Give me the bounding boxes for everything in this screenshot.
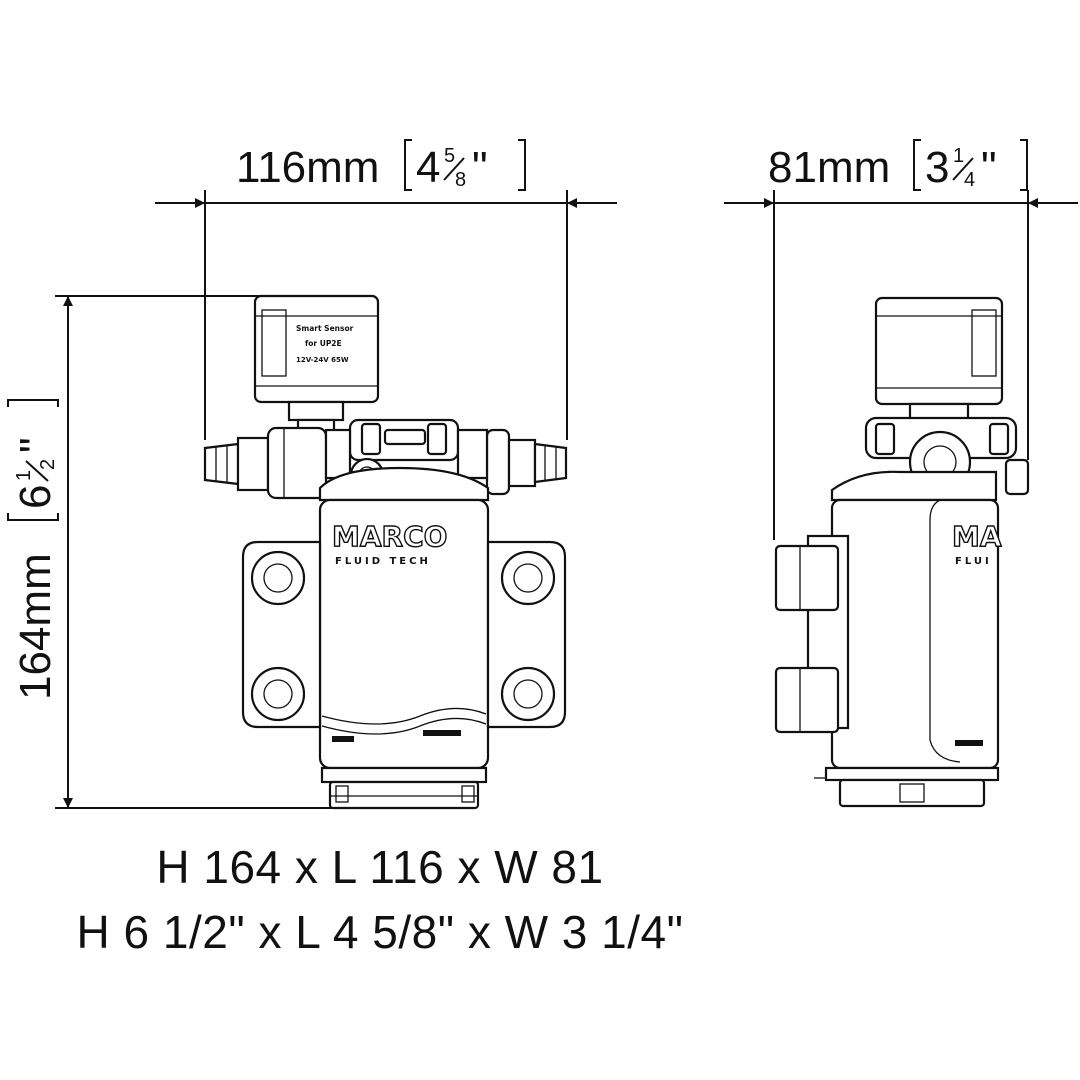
inlet-fitting bbox=[266, 426, 328, 500]
height-fraction-numerator: 1 bbox=[13, 470, 35, 481]
height-fraction-bar bbox=[25, 460, 49, 482]
sensor-label-line-1: Smart Sensor bbox=[296, 324, 354, 333]
length-fraction-denominator: 8 bbox=[455, 169, 466, 191]
width-fraction-bar bbox=[952, 157, 974, 181]
right-mounting-bracket bbox=[486, 540, 567, 729]
height-bracket-open bbox=[7, 513, 59, 521]
mount-grommet bbox=[500, 550, 556, 606]
width-dimension: 81mm 3 1 4 " bbox=[724, 139, 1078, 540]
manifold-shoulder bbox=[318, 466, 490, 502]
height-metric-label: 164mm bbox=[11, 553, 60, 700]
width-imperial-whole: 3 bbox=[925, 143, 949, 192]
width-fraction-denominator: 4 bbox=[964, 169, 975, 191]
length-bracket-close bbox=[518, 139, 526, 191]
side-brand-subtitle: FLUI bbox=[955, 556, 992, 567]
height-imperial-whole: 6 bbox=[11, 485, 60, 509]
dimensions-summary-imperial: H 6 1/2" x L 4 5/8" x W 3 1/4" bbox=[76, 906, 684, 958]
length-imperial-whole: 4 bbox=[416, 143, 440, 192]
side-grommet bbox=[774, 666, 840, 734]
length-inch-mark: " bbox=[472, 143, 488, 192]
mount-grommet bbox=[250, 666, 306, 722]
sensor-side-label bbox=[261, 309, 287, 377]
width-fraction-numerator: 1 bbox=[953, 145, 964, 167]
inlet-hose-barb bbox=[203, 436, 270, 492]
width-metric-label: 81mm bbox=[768, 143, 890, 192]
brand-subtitle: FLUID TECH bbox=[335, 556, 431, 567]
length-fraction-numerator: 5 bbox=[444, 145, 455, 167]
height-bracket-close bbox=[7, 399, 59, 407]
outlet-hose-barb bbox=[485, 428, 568, 496]
width-bracket-close bbox=[1020, 139, 1028, 191]
side-end-cap bbox=[838, 778, 986, 808]
brand-logo: MARCO bbox=[332, 520, 447, 553]
length-bracket-open bbox=[404, 139, 412, 191]
length-metric-label: 116mm bbox=[236, 143, 379, 192]
pump-front-view: Smart Sensor for UP2E 12V-24V 65W bbox=[203, 294, 568, 810]
length-dimension: 116mm 4 5 8 " bbox=[155, 139, 617, 440]
width-bracket-open bbox=[913, 139, 921, 191]
sensor-label-line-3: 12V-24V 65W bbox=[296, 356, 349, 364]
side-brand-logo: MA bbox=[952, 520, 1002, 553]
length-fraction-bar bbox=[443, 157, 465, 181]
height-fraction-denominator: 2 bbox=[37, 459, 59, 470]
sensor-nut bbox=[287, 400, 345, 422]
side-grommet bbox=[774, 544, 840, 612]
side-mounting-bracket bbox=[774, 534, 850, 734]
height-inch-mark: " bbox=[11, 437, 60, 453]
height-label-group: 164mm 6 1 2 " bbox=[7, 399, 60, 700]
width-inch-mark: " bbox=[981, 143, 997, 192]
height-dimension: 164mm 6 1 2 " bbox=[7, 295, 335, 809]
end-cap bbox=[320, 766, 488, 784]
dimensions-summary-metric: H 164 x L 116 x W 81 bbox=[156, 841, 604, 893]
left-mounting-bracket bbox=[241, 540, 322, 729]
pump-side-view: MA FLUI bbox=[774, 296, 1030, 808]
mount-grommet bbox=[250, 550, 306, 606]
mount-grommet bbox=[500, 666, 556, 722]
sensor-label-line-2: for UP2E bbox=[305, 339, 342, 348]
